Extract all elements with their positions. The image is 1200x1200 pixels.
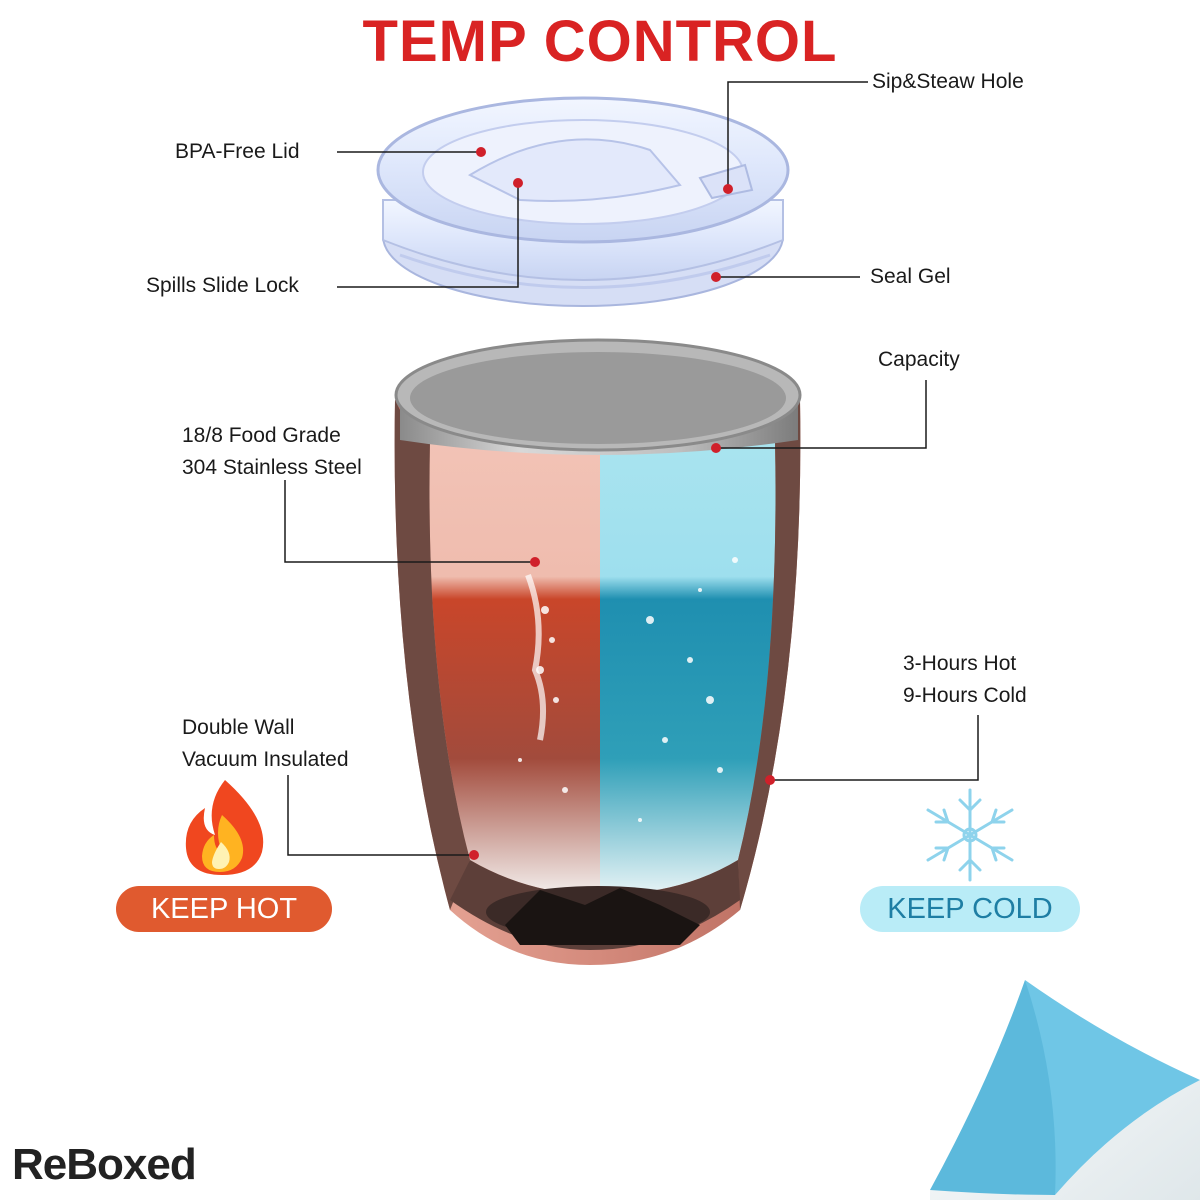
page-title: TEMP CONTROL xyxy=(362,9,838,74)
page-curl-icon xyxy=(930,980,1200,1200)
label-wall-line2: Vacuum Insulated xyxy=(182,748,349,771)
label-wall-line1: Double Wall xyxy=(182,716,295,739)
label-lid: BPA-Free Lid xyxy=(175,140,300,163)
label-hours-line2: 9-Hours Cold xyxy=(903,684,1027,707)
callout-dots xyxy=(469,147,775,860)
label-hours: 3-Hours Hot 9-Hours Cold xyxy=(903,648,1027,712)
label-hours-line1: 3-Hours Hot xyxy=(903,652,1017,675)
flame-icon xyxy=(185,780,264,875)
bpa-free-lid xyxy=(376,96,790,307)
label-sip-hole: Sip&Steaw Hole xyxy=(872,70,1024,93)
label-steel-line1: 18/8 Food Grade xyxy=(182,424,341,447)
snowflake-icon xyxy=(926,788,1014,882)
keep-hot-badge: KEEP HOT xyxy=(116,886,332,932)
callout-lines xyxy=(284,81,979,856)
label-stainless-steel: 18/8 Food Grade 304 Stainless Steel xyxy=(182,420,362,484)
label-slide-lock: Spills Slide Lock xyxy=(146,274,299,297)
keep-cold-badge: KEEP COLD xyxy=(860,886,1080,932)
label-double-wall: Double Wall Vacuum Insulated xyxy=(182,712,349,776)
brand-logo: ReBoxed xyxy=(12,1140,197,1189)
label-seal-gel: Seal Gel xyxy=(870,265,951,288)
label-steel-line2: 304 Stainless Steel xyxy=(182,456,362,479)
label-capacity: Capacity xyxy=(878,348,960,371)
tumbler-cutaway xyxy=(394,338,802,965)
